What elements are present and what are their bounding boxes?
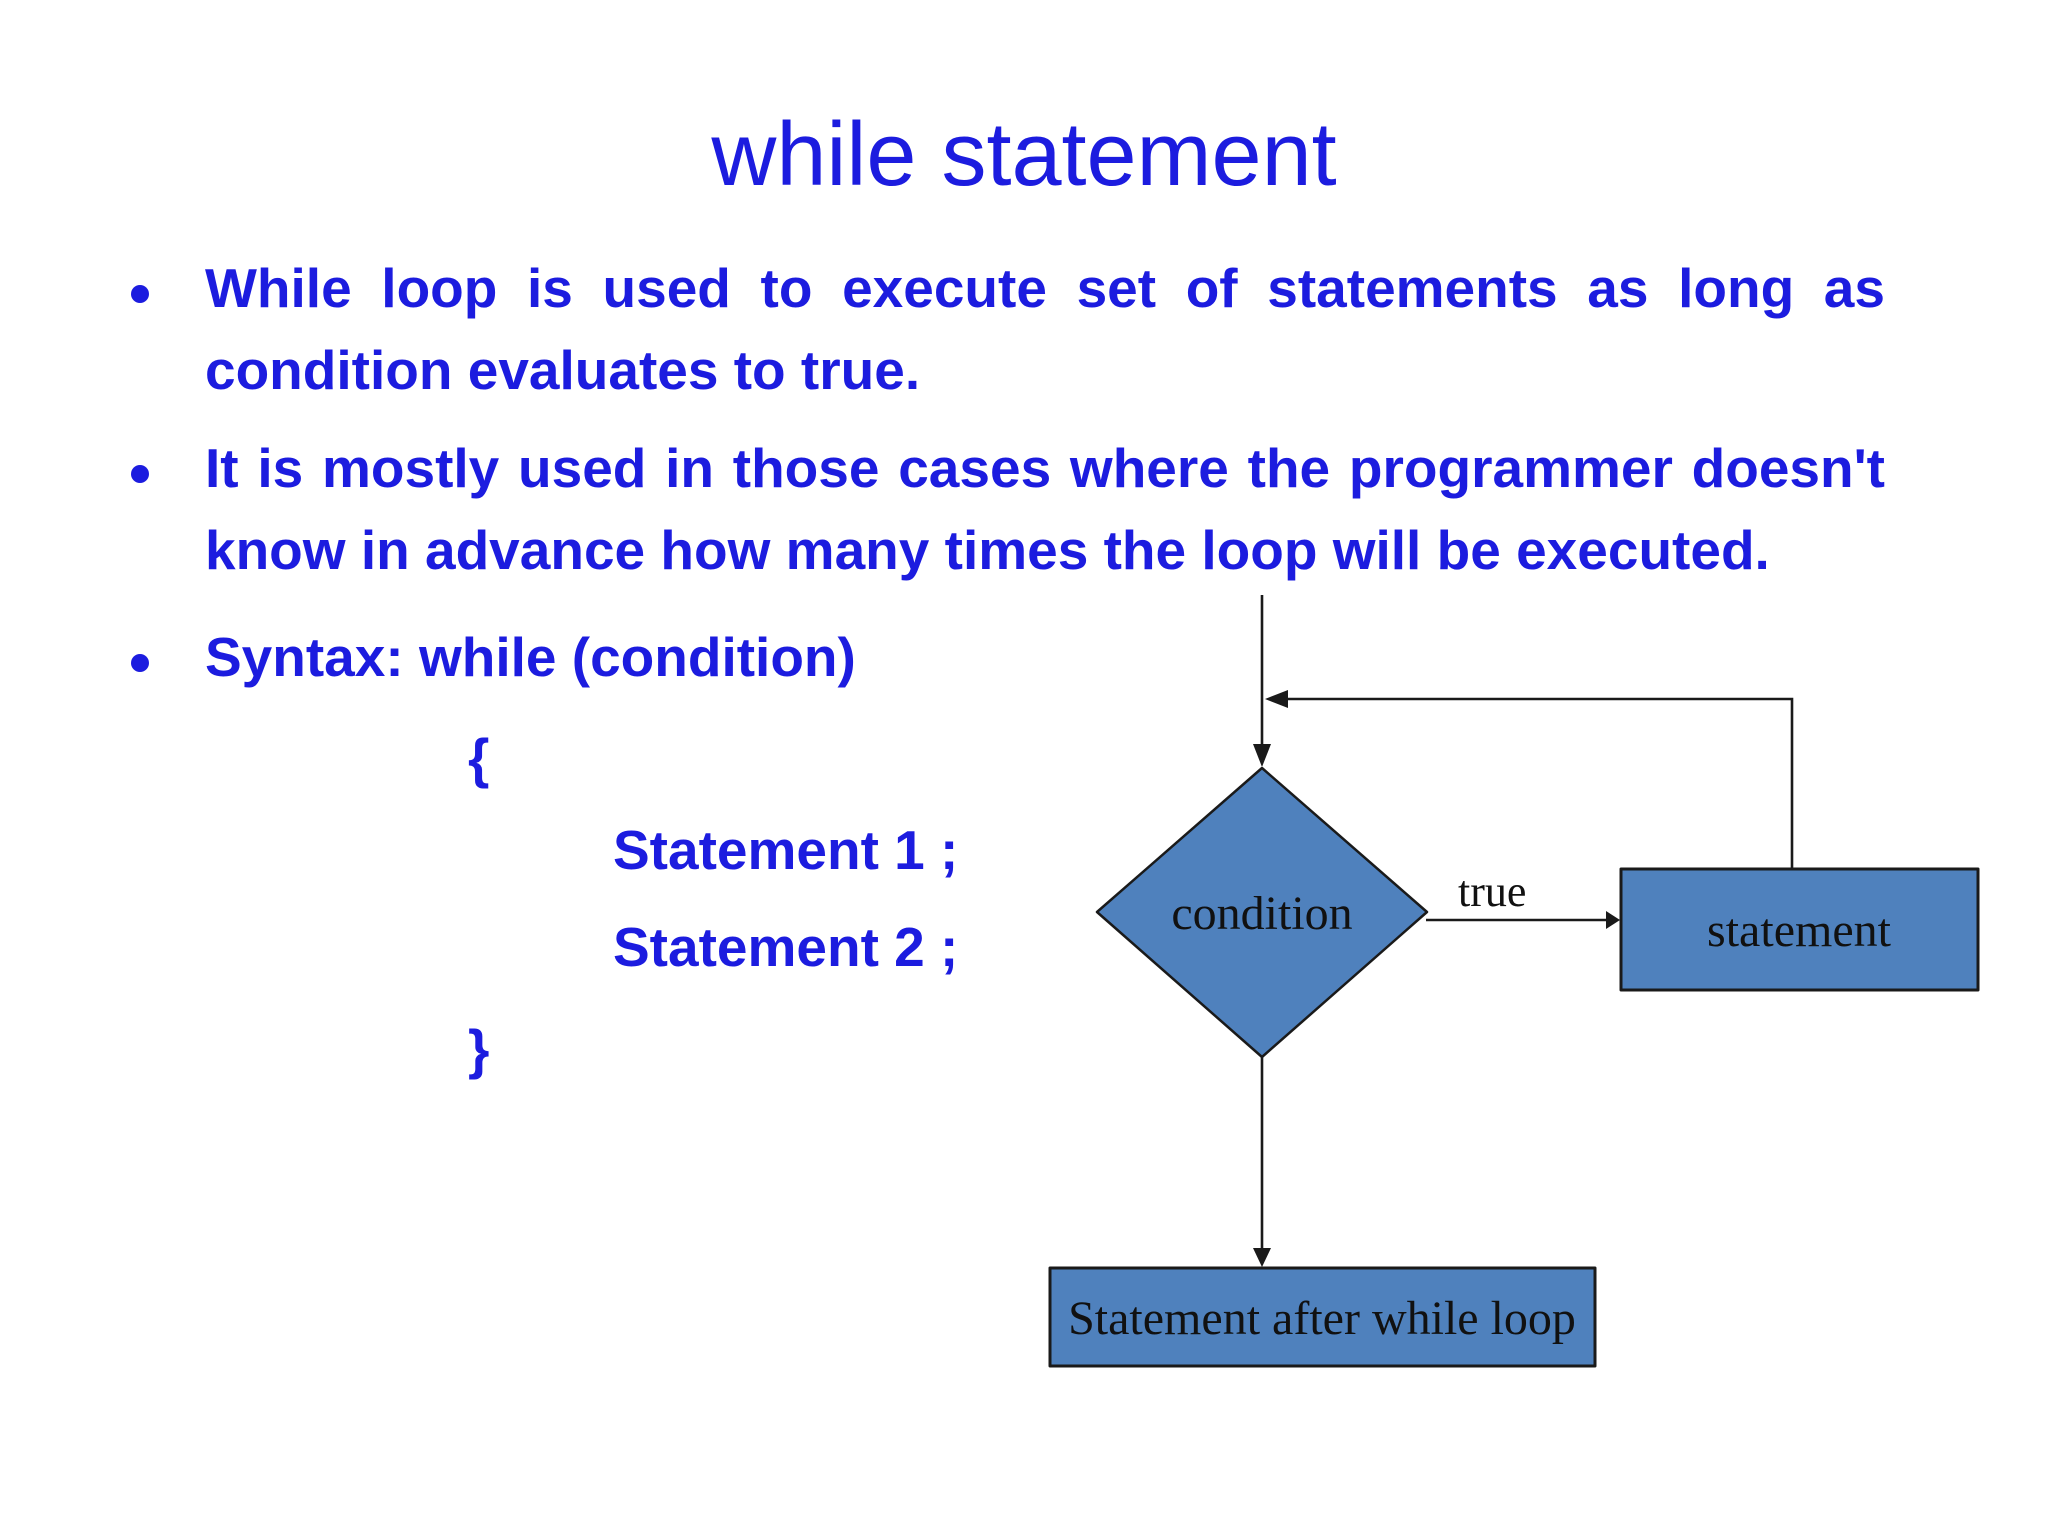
slide-body: While loop is used to execute set of sta… (131, 247, 1885, 1090)
after-loop-label: Statement after while loop (1068, 1292, 1576, 1345)
bullet-line: It is mostly used in those cases where t… (205, 437, 1885, 499)
condition-label: condition (1171, 887, 1352, 940)
loopback-arrowhead-icon (1265, 690, 1288, 708)
code-close-brace: } (468, 1018, 490, 1080)
code-statement-1: Statement 1 ; (613, 819, 959, 881)
bullet-item-1: While loop is used to execute set of sta… (131, 247, 1885, 411)
bullet-dot (131, 285, 149, 303)
code-open-brace: { (468, 727, 490, 789)
bullet-item-2: It is mostly used in those cases where t… (131, 427, 1885, 591)
loopback-arrow-line (1288, 697, 1794, 869)
bullet-item-syntax: Syntax: while (condition) (131, 616, 1885, 698)
bullet-dot (131, 654, 149, 672)
true-arrowhead-icon (1606, 911, 1620, 929)
after-loop-box (1048, 1266, 1597, 1368)
entry-arrowhead-icon (1253, 744, 1271, 767)
syntax-line: Syntax: while (condition) (205, 626, 856, 688)
bullet-line: While loop is used to execute set of sta… (205, 257, 1885, 319)
bullet-line: know in advance how many times the loop … (205, 519, 1770, 581)
code-statement-2: Statement 2 ; (613, 916, 959, 978)
bullet-line: condition evaluates to true. (205, 339, 921, 401)
true-label: true (1458, 867, 1526, 916)
exit-arrowhead-icon (1253, 1248, 1271, 1267)
page-title: while statement (711, 105, 1337, 206)
statement-box (1619, 867, 1980, 992)
condition-diamond (1095, 766, 1429, 1059)
statement-label: statement (1707, 904, 1892, 957)
bullet-dot (131, 465, 149, 483)
